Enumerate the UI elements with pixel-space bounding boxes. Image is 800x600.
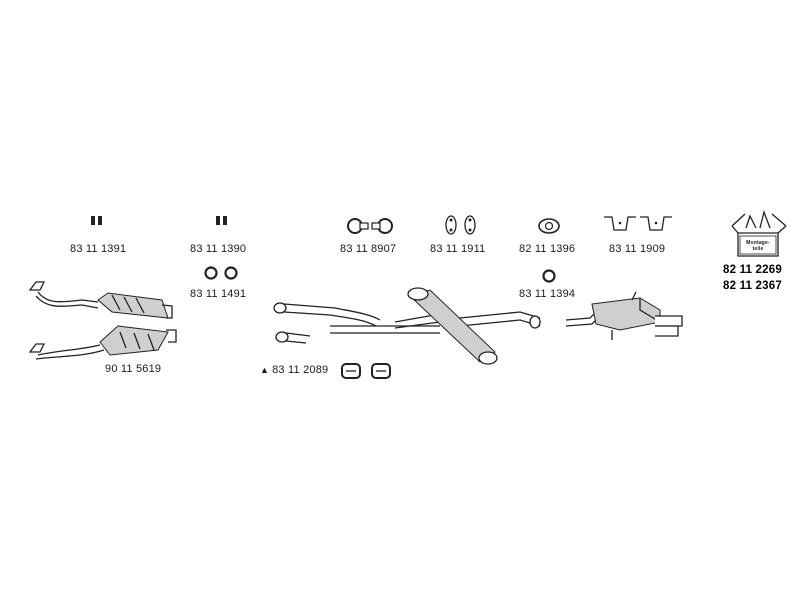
part-number-ring-rear: 83 11 1394 [519,288,576,300]
rear-hanger-pair [604,216,672,231]
part-number-rings-mid: 83 11 1491 [190,288,247,300]
part-number-hanger-a: 83 11 1911 [430,243,486,255]
part-number-pad-mid: 83 11 1390 [190,243,247,255]
part-number-hanger-rear: 83 11 1909 [609,243,666,255]
pipe-clamp-pair [341,363,391,379]
part-number-pad-front: 83 11 1391 [70,243,127,255]
rubber-pad-pair-mid [216,216,227,225]
rubber-hanger-pair [445,215,476,235]
rear-silencer [565,291,683,340]
part-number-clamp-set: ▲83 11 2089 [260,364,328,376]
part-number-cat-lower: 90 11 5619 [105,363,162,375]
mounting-kit-box-icon [731,209,787,257]
part-number-kit-2: 82 11 2367 [723,280,782,292]
part-number-gasket-a: 82 11 1396 [519,243,576,255]
part-number-clamp-set-text: 83 11 2089 [272,364,329,376]
o-ring-rear [542,269,556,283]
clamp-pair-front [347,218,393,234]
o-ring-pair [204,266,238,280]
catalytic-converter-upper [28,281,173,319]
front-pipe-lower [275,331,311,344]
flange-gasket [538,218,560,234]
part-number-kit-1: 82 11 2269 [723,264,782,276]
center-muffler-assembly [330,287,541,365]
catalytic-converter-lower [28,325,177,360]
kit-box-label: Montage-teile [746,240,770,252]
rubber-pad-pair-front [91,216,102,225]
front-pipe-upper [273,302,381,327]
part-number-clamps-front: 83 11 8907 [340,243,397,255]
warning-triangle-icon: ▲ [260,365,270,375]
